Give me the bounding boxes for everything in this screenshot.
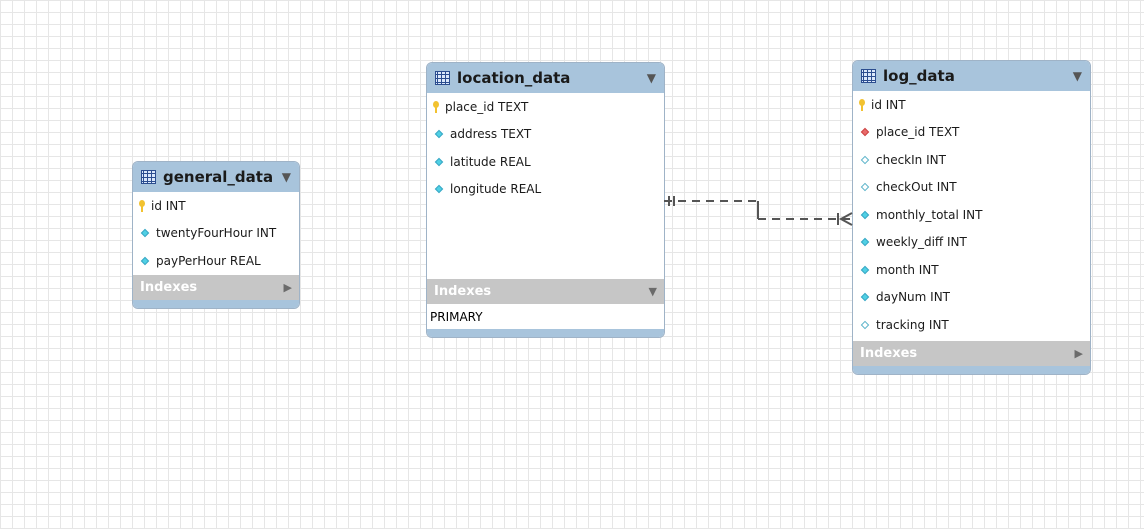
column-label: longitude REAL [450,182,542,197]
table-log-data[interactable]: log_data ▼ id INT place_id TEXT checkIn … [852,60,1091,375]
indexes-label: Indexes [434,284,492,299]
column-row[interactable]: twentyFourHour INT [133,220,299,248]
column-row[interactable]: id INT [853,91,1090,119]
column-label: address TEXT [450,127,532,142]
column-label: tracking INT [876,317,949,332]
table-general-data[interactable]: general_data ▼ id INT twentyFourHour INT… [132,161,300,309]
column-row[interactable]: place_id TEXT [853,119,1090,147]
column-row[interactable]: checkIn INT [853,146,1090,174]
column-label: checkIn INT [876,152,946,167]
column-row[interactable]: id INT [133,192,299,220]
table-name: location_data [457,69,571,87]
column-label: id INT [871,97,906,112]
primary-key-icon [433,100,439,113]
indexes-label: Indexes [140,279,198,295]
nullable-column-icon [860,183,870,192]
nullable-column-icon [860,320,870,329]
column-diamond-icon [860,238,870,247]
column-diamond-icon [860,210,870,219]
table-icon [141,170,156,184]
collapse-arrow-icon[interactable]: ▼ [648,285,657,298]
column-diamond-icon [434,185,444,194]
column-label: place_id TEXT [445,99,529,114]
expand-arrow-icon[interactable]: ▶ [1074,346,1083,360]
column-diamond-icon [434,130,444,139]
column-label: latitude REAL [450,154,531,169]
collapse-arrow-icon[interactable]: ▼ [646,71,656,85]
table-name: log_data [883,67,955,85]
indexes-bar[interactable]: Indexes ▼ [427,279,664,304]
nullable-column-icon [860,155,870,164]
column-label: dayNum INT [876,290,951,305]
foreign-key-icon [860,128,870,137]
indexes-bar[interactable]: Indexes ▶ [853,340,1090,366]
column-row[interactable]: latitude REAL [427,148,664,176]
column-row[interactable]: dayNum INT [853,284,1090,312]
column-diamond-icon [434,157,444,166]
table-header[interactable]: general_data ▼ [133,162,299,192]
column-label: checkOut INT [876,180,957,195]
table-icon [861,69,876,83]
column-label: id INT [151,198,186,213]
table-icon [435,71,450,85]
column-row[interactable]: weekly_diff INT [853,229,1090,257]
table-footer [427,329,664,337]
table-location-data[interactable]: location_data ▼ place_id TEXT address TE… [426,62,665,338]
column-row[interactable]: tracking INT [853,311,1090,339]
collapse-arrow-icon[interactable]: ▼ [281,170,291,184]
expand-arrow-icon[interactable]: ▶ [283,280,292,294]
column-label: twentyFourHour INT [156,226,277,241]
column-row[interactable]: longitude REAL [427,176,664,204]
column-row[interactable]: address TEXT [427,121,664,149]
column-label: payPerHour REAL [156,253,261,268]
table-header[interactable]: location_data ▼ [427,63,664,93]
collapse-arrow-icon[interactable]: ▼ [1072,69,1082,83]
column-row[interactable]: monthly_total INT [853,201,1090,229]
column-label: place_id TEXT [876,125,960,140]
primary-key-icon [139,199,145,212]
table-footer [853,365,1090,374]
column-diamond-icon [140,229,150,238]
column-row[interactable]: checkOut INT [853,174,1090,202]
column-row[interactable]: place_id TEXT [427,93,664,121]
column-diamond-icon [860,293,870,302]
index-row[interactable]: PRIMARY [427,304,664,329]
column-diamond-icon [860,265,870,274]
table-header[interactable]: log_data ▼ [853,61,1090,91]
index-label: PRIMARY [430,309,483,324]
column-row[interactable]: payPerHour REAL [133,247,299,275]
table-footer [133,299,299,308]
table-name: general_data [163,168,274,186]
column-label: month INT [876,262,939,277]
column-row[interactable]: month INT [853,256,1090,284]
indexes-bar[interactable]: Indexes ▶ [133,274,299,300]
column-label: monthly_total INT [876,207,983,222]
primary-key-icon [859,98,865,111]
column-label: weekly_diff INT [876,235,967,250]
column-diamond-icon [140,256,150,265]
indexes-label: Indexes [860,345,918,361]
